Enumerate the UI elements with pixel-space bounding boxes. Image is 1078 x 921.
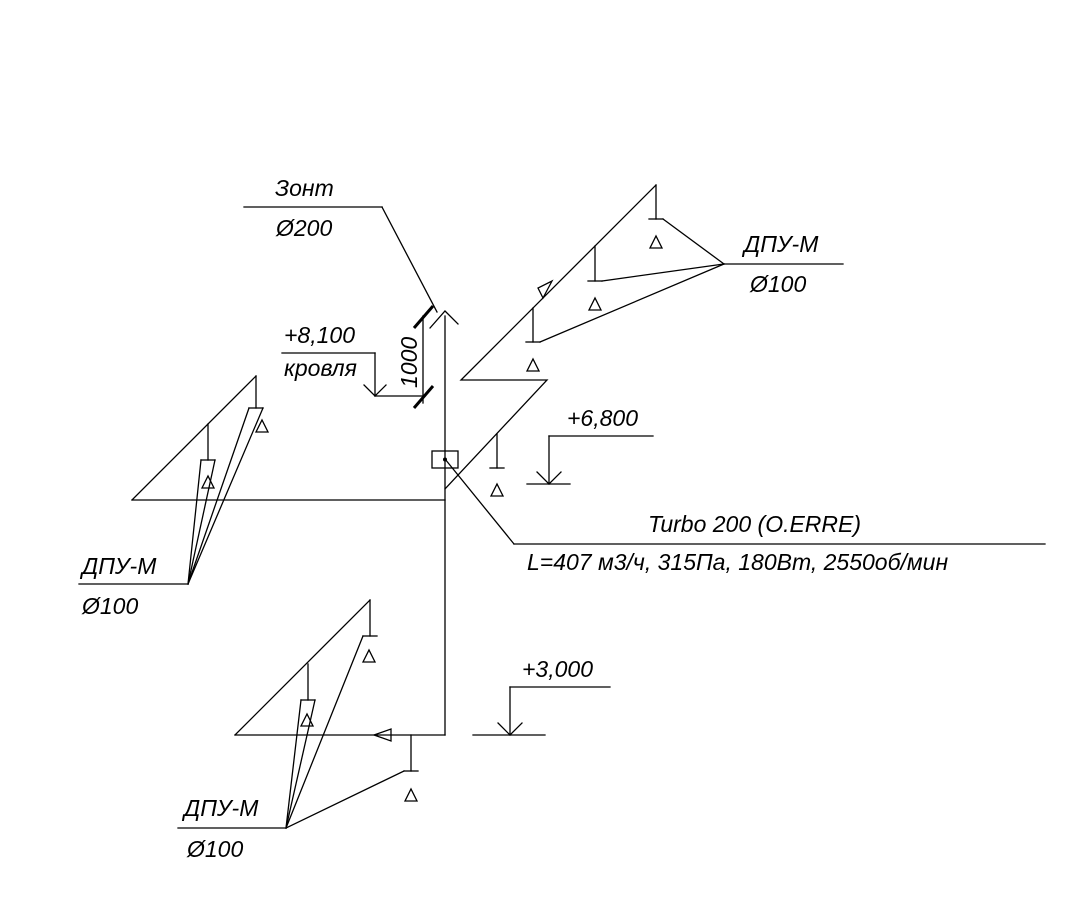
diffuser-callout-bottom: ДПУ-М Ø100	[177, 635, 405, 862]
dimension-tick-icon	[412, 385, 435, 409]
hood-icon	[429, 310, 459, 329]
diffuser-bottom-diameter: Ø100	[186, 836, 243, 862]
dimension-1000: 1000	[374, 305, 435, 409]
level-low-value: +3,000	[522, 656, 593, 682]
diffuser-bottom-name: ДПУ-М	[181, 795, 259, 821]
flow-arrow-icon	[372, 728, 392, 742]
fan-specs: L=407 м3/ч, 315Па, 180Вт, 2550об/мин	[527, 549, 948, 575]
diffuser-icon	[403, 787, 419, 802]
dimension-value: 1000	[396, 337, 422, 388]
level-mark-low: +3,000	[472, 656, 611, 736]
fan-icon	[431, 450, 459, 469]
hood-diameter: Ø200	[275, 215, 332, 241]
diffuser-top-right-diameter: Ø100	[749, 271, 806, 297]
diffuser-icon	[489, 482, 505, 497]
fan-unit: Turbo 200 (O.ERRE) L=407 м3/ч, 315Па, 18…	[431, 450, 1046, 575]
diffuser-icon	[587, 296, 603, 311]
diffuser-icon	[254, 418, 270, 433]
diffuser-top-right-name: ДПУ-М	[741, 231, 819, 257]
flow-arrow-icon	[537, 279, 554, 300]
roof-level: +8,100	[284, 322, 355, 348]
dimension-tick-icon	[412, 305, 435, 329]
diffuser-icon	[361, 648, 377, 663]
left-branch	[131, 375, 446, 501]
diffuser-icon	[525, 357, 541, 372]
level-arrow-icon	[363, 384, 387, 397]
hood-callout: Зонт Ø200	[243, 175, 438, 313]
diffuser-icon	[200, 474, 216, 489]
hood-name: Зонт	[275, 175, 334, 201]
diffuser-icon	[648, 234, 664, 249]
diffuser-left-name: ДПУ-М	[79, 553, 157, 579]
diffuser-left-diameter: Ø100	[81, 593, 138, 619]
diffuser-callout-left: ДПУ-М Ø100	[78, 407, 264, 619]
bottom-branch	[234, 599, 446, 802]
diffuser-callout-top-right: ДПУ-М Ø100	[539, 218, 844, 343]
roof-level-mark: +8,100 кровля	[281, 322, 387, 397]
upper-branch	[444, 184, 664, 497]
level-mark-mid: +6,800	[526, 405, 654, 485]
main-riser	[429, 310, 459, 736]
level-mid-value: +6,800	[567, 405, 638, 431]
roof-name: кровля	[284, 355, 357, 381]
fan-model: Turbo 200 (O.ERRE)	[648, 511, 861, 537]
